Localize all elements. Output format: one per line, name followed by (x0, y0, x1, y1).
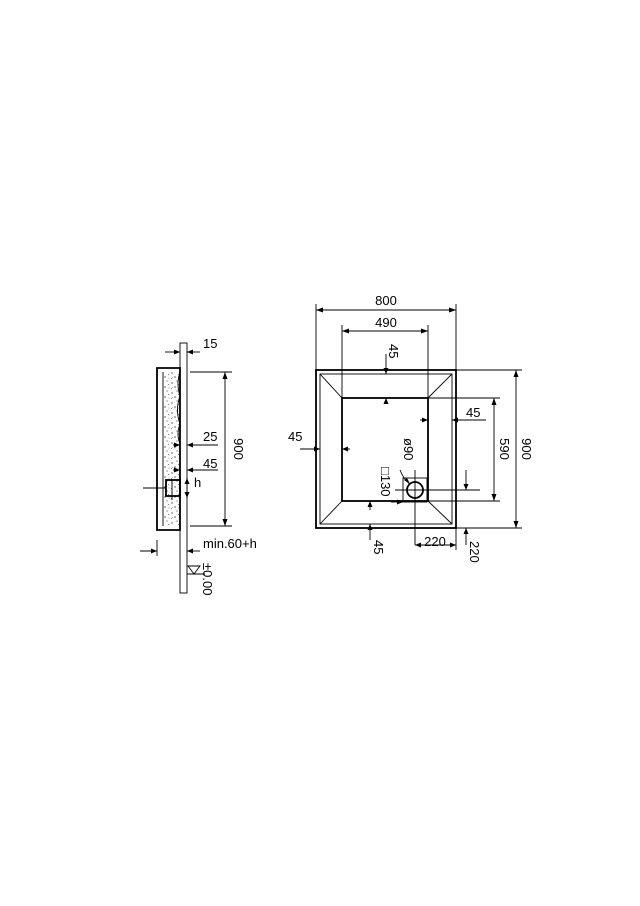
top-view: 800 490 45 45 45 590 (288, 293, 534, 563)
dim-rim-label: 25 (203, 429, 217, 444)
wall-section (179, 342, 188, 594)
dim-h-label: h (194, 475, 201, 490)
dim-inner-width-label: 490 (375, 315, 397, 330)
dim-level-label: ±0.00 (200, 563, 215, 595)
dim-drain-y-label: 220 (467, 541, 482, 563)
dim-drain-square-label: □130 (378, 467, 393, 497)
dim-min-label: min.60+h (203, 536, 257, 551)
side-view: 15 900 25 45 h min.60+h ± (140, 336, 257, 595)
dim-inner-height-label: 590 (497, 438, 512, 460)
dim-top-margin-label: 45 (386, 344, 401, 358)
dim-wall-label: 15 (203, 336, 217, 351)
dim-right-margin-label: 45 (466, 405, 480, 420)
tray-section (156, 367, 181, 531)
dim-drain-x-label: 220 (424, 534, 446, 549)
dim-bottom-margin-label: 45 (371, 540, 386, 554)
dim-drain-dia-label: ø90 (401, 438, 416, 460)
dim-height-label: 900 (231, 438, 246, 460)
dim-inner-label: 45 (203, 456, 217, 471)
dim-width-label: 800 (375, 293, 397, 308)
tray-inner-basin (341, 397, 429, 502)
level-marker-icon (187, 565, 201, 575)
dim-height-label: 900 (519, 438, 534, 460)
insulation-fill (163, 372, 180, 526)
dim-left-margin-label: 45 (288, 429, 302, 444)
tray-outer-outline (315, 369, 457, 529)
